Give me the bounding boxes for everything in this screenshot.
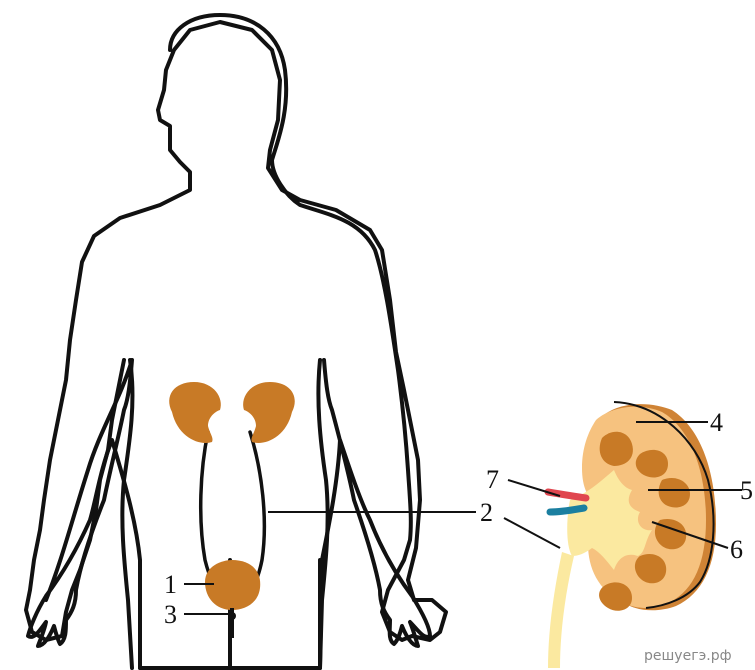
ureter-exit: [548, 552, 574, 668]
label-7: 7: [486, 465, 499, 494]
body-kidneys: [169, 382, 295, 443]
label-1: 1: [164, 570, 177, 599]
left-kidney-shape: [169, 382, 221, 443]
watermark: решуегэ.рф: [644, 648, 732, 664]
bladder-group: [205, 560, 260, 638]
label-2: 2: [480, 498, 493, 527]
urethra-sphincter: [228, 612, 236, 620]
renal-vein: [550, 508, 584, 512]
leader-line-2-kidney: [504, 518, 560, 548]
leader-line-7: [508, 480, 560, 496]
label-6: 6: [730, 535, 743, 564]
label-4: 4: [710, 408, 723, 437]
label-3: 3: [164, 600, 177, 629]
label-5: 5: [740, 476, 753, 505]
